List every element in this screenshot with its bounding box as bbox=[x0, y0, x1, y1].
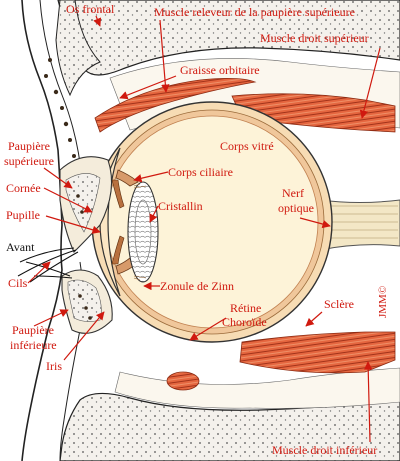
label-paupiere-inferieure-1: Paupière bbox=[12, 323, 54, 337]
label-choroide: Choroïde bbox=[222, 315, 267, 329]
upper-eyelid-tarsus bbox=[65, 173, 101, 233]
optic-nerve-texture bbox=[330, 205, 398, 239]
label-avant: Avant bbox=[6, 240, 35, 254]
inferior-rectus-muscle bbox=[239, 331, 396, 374]
label-paupiere-superieure-1: Paupière bbox=[8, 139, 50, 153]
levator-muscle bbox=[94, 78, 257, 133]
label-muscle-releveur: Muscle releveur de la paupière supérieur… bbox=[154, 5, 355, 19]
orbital-fat-lower bbox=[114, 367, 400, 409]
label-cristallin: Cristallin bbox=[158, 199, 203, 213]
crystalline-lens bbox=[127, 181, 159, 283]
optic-nerve bbox=[319, 199, 400, 251]
label-zonule-de-zinn: Zonule de Zinn bbox=[160, 279, 234, 293]
label-iris: Iris bbox=[46, 359, 62, 373]
label-corps-ciliaire: Corps ciliaire bbox=[168, 165, 233, 179]
label-os-frontal: Os frontal bbox=[66, 2, 115, 16]
label-graisse-orbitaire: Graisse orbitaire bbox=[180, 63, 260, 77]
zonule-fibers bbox=[133, 183, 147, 281]
face-skin-contour bbox=[21, 0, 63, 461]
meibomian-glands bbox=[44, 58, 92, 320]
orbital-roof-bone bbox=[55, 0, 101, 97]
iris-lower bbox=[111, 235, 125, 265]
label-retine: Rétine bbox=[230, 301, 261, 315]
inferior-oblique-muscle bbox=[166, 371, 200, 391]
label-cils: Cils bbox=[8, 276, 28, 290]
label-corps-vitre: Corps vitré bbox=[220, 139, 274, 153]
label-cornee: Cornée bbox=[6, 181, 41, 195]
label-paupiere-superieure-2: supérieure bbox=[4, 154, 54, 168]
label-optique: optique bbox=[278, 201, 314, 215]
label-nerf: Nerf bbox=[282, 186, 304, 200]
label-jmm-copyright: JMM© bbox=[377, 286, 389, 318]
label-pointers bbox=[27, 15, 381, 443]
label-muscle-droit-superieur: Muscle droit supérieur bbox=[260, 31, 369, 45]
iris-upper bbox=[111, 179, 125, 209]
label-pupille: Pupille bbox=[6, 208, 40, 222]
label-sclere: Sclère bbox=[324, 297, 354, 311]
ciliary-body-upper bbox=[115, 169, 139, 187]
label-paupiere-inferieure-2: inférieure bbox=[10, 338, 57, 352]
label-muscle-droit-inferieur: Muscle droit inférieur bbox=[272, 443, 377, 457]
lens-core bbox=[134, 199, 152, 265]
